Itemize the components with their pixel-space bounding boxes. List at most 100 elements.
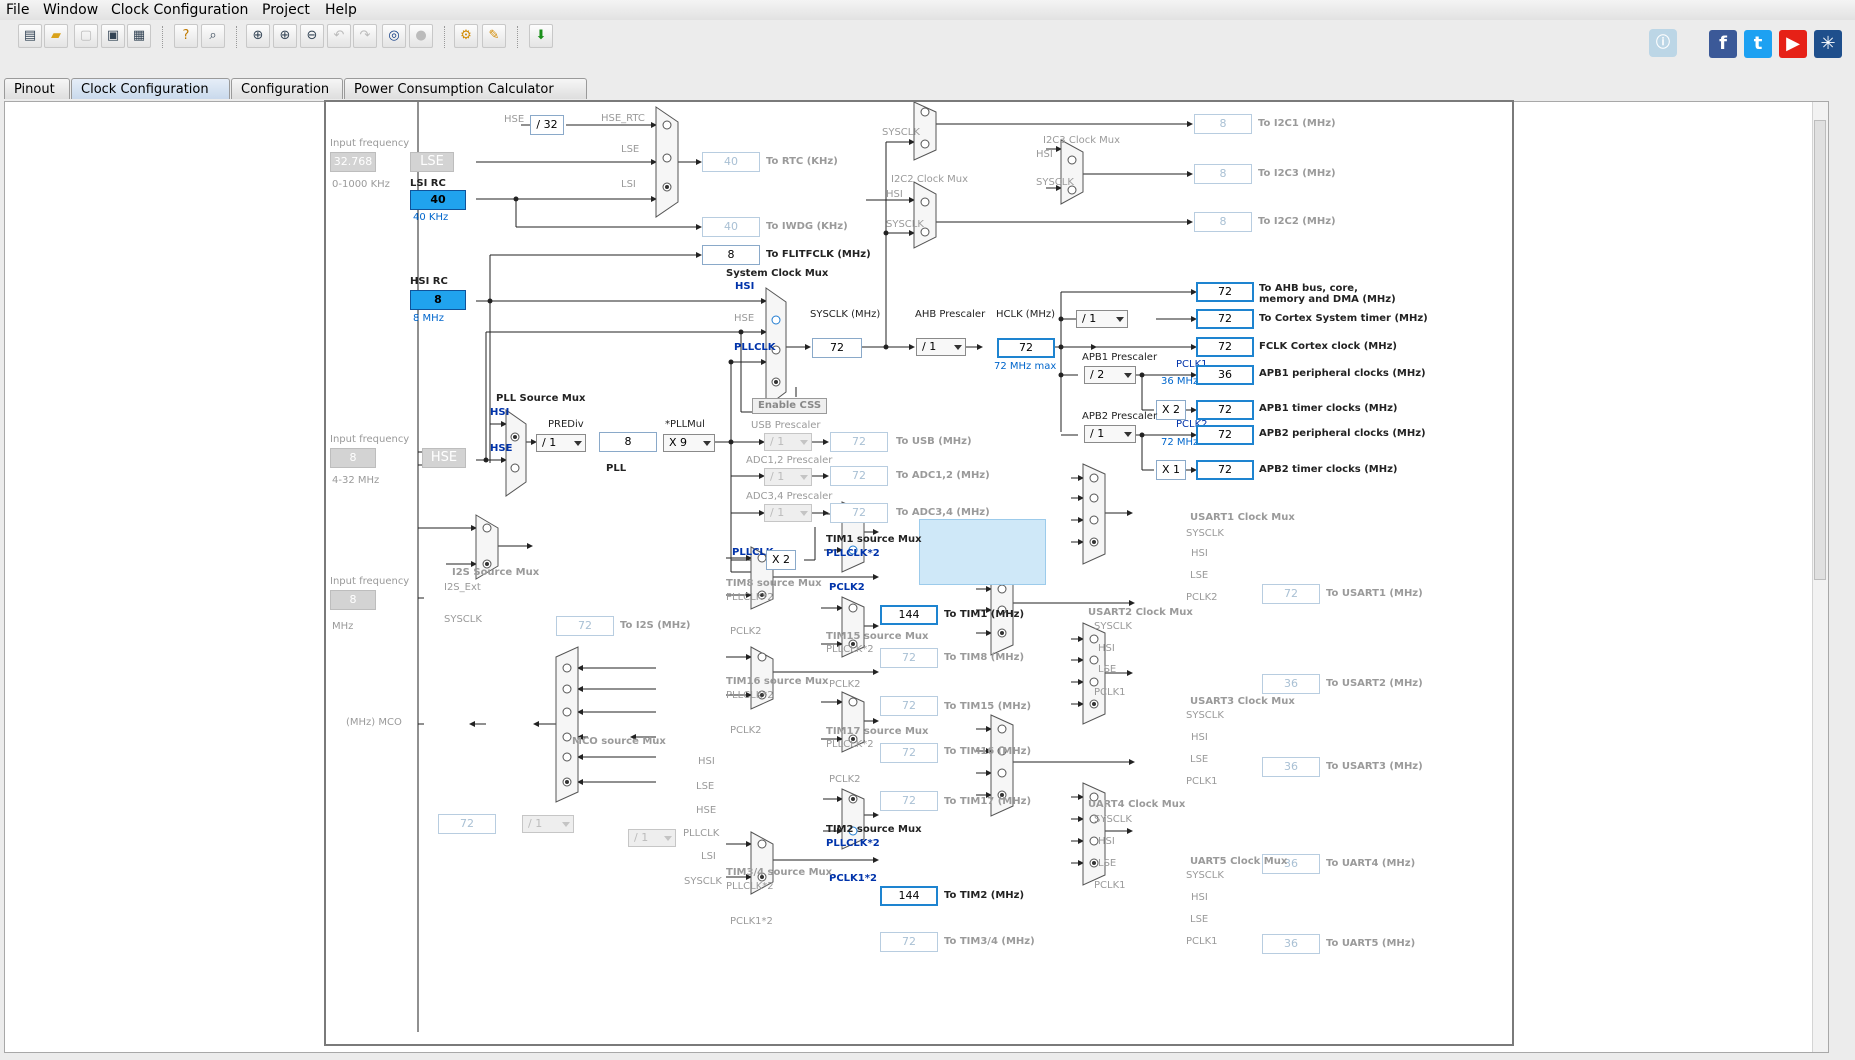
tim34-value[interactable]: 72 <box>880 932 938 952</box>
uart5-value[interactable]: 36 <box>1262 934 1320 954</box>
pll-hse-label: HSE <box>490 443 513 454</box>
save-as-icon[interactable]: ▦ <box>127 24 151 48</box>
close-file-icon[interactable]: ▢ <box>74 24 98 48</box>
i2c3-value[interactable]: 8 <box>1194 164 1252 184</box>
menu-project[interactable]: Project <box>262 2 310 18</box>
pllmul-select[interactable]: X 9 <box>663 434 715 452</box>
tim16-value[interactable]: 72 <box>880 743 938 763</box>
apb1-timer-value[interactable]: 72 <box>1196 400 1254 420</box>
tab-power-consumption-calculator[interactable]: Power Consumption Calculator <box>344 78 587 99</box>
undo-icon[interactable]: ↶ <box>327 24 351 48</box>
cortex-timer-label: To Cortex System timer (MHz) <box>1259 313 1428 324</box>
ahb-output-value[interactable]: 72 <box>1196 282 1254 302</box>
tim2-value[interactable]: 144 <box>880 886 938 906</box>
zoom-in-icon[interactable]: ⊕ <box>273 24 297 48</box>
usart3-value[interactable]: 36 <box>1262 757 1320 777</box>
tab-clock-configuration[interactable]: Clock Configuration <box>71 78 230 99</box>
search-icon[interactable]: ⌕ <box>201 24 225 48</box>
twitter-icon[interactable]: t <box>1744 30 1772 58</box>
tab-pinout[interactable]: Pinout <box>4 78 70 99</box>
adc34-value[interactable]: 72 <box>830 503 888 523</box>
usb-value[interactable]: 72 <box>830 432 888 452</box>
i2c3-hsi-label: HSI <box>1036 149 1053 160</box>
download-icon[interactable]: ⬇ <box>529 24 553 48</box>
reset-icon[interactable]: ● <box>409 24 433 48</box>
pll-value[interactable]: 8 <box>599 432 657 452</box>
tim1-value[interactable]: 144 <box>880 605 938 625</box>
hse-input-frequency[interactable]: 8 <box>330 448 376 468</box>
mco-value[interactable]: 72 <box>438 814 496 834</box>
menu-clock-configuration[interactable]: Clock Configuration <box>111 2 249 18</box>
new-file-icon[interactable]: ▤ <box>18 24 42 48</box>
usart1-sysclk: SYSCLK <box>1186 528 1224 539</box>
usart2-pclk1: PCLK1 <box>1094 687 1126 698</box>
generate-code-icon[interactable]: ⚙ <box>454 24 478 48</box>
flitfclk-value[interactable]: 8 <box>702 245 760 265</box>
apb2-timer-value[interactable]: 72 <box>1196 460 1254 480</box>
youtube-icon[interactable]: ▶ <box>1779 30 1807 58</box>
i2c1-value[interactable]: 8 <box>1194 114 1252 134</box>
target-icon[interactable]: ◎ <box>382 24 406 48</box>
menu-file[interactable]: File <box>6 2 30 18</box>
apb1-peripheral-value[interactable]: 36 <box>1196 365 1254 385</box>
tim2-mux-label: TIM2 source Mux <box>826 824 922 835</box>
apb2-prescaler-select[interactable]: / 1 <box>1084 425 1136 443</box>
zoom-out-icon[interactable]: ⊖ <box>300 24 324 48</box>
sysclk-mux-hse: HSE <box>734 313 755 324</box>
menu-window[interactable]: Window <box>43 2 99 18</box>
iwdg-value[interactable]: 40 <box>702 217 760 237</box>
i2c2-value[interactable]: 8 <box>1194 212 1252 232</box>
facebook-icon[interactable]: f <box>1709 30 1737 58</box>
menu-help[interactable]: Help <box>325 2 357 18</box>
prediv-select[interactable]: / 1 <box>536 434 586 452</box>
usart2-mux-label: USART2 Clock Mux <box>1088 607 1193 618</box>
tim8-value[interactable]: 72 <box>880 648 938 668</box>
hclk-value[interactable]: 72 <box>997 338 1055 358</box>
fclk-value[interactable]: 72 <box>1196 337 1254 357</box>
redo-icon[interactable]: ↷ <box>353 24 377 48</box>
tim2-source-mux <box>841 788 865 850</box>
cortex-timer-divider-select[interactable]: / 1 <box>1076 310 1128 328</box>
hclk-max: 72 MHz max <box>994 361 1057 372</box>
help-icon[interactable]: ? <box>174 24 198 48</box>
apb1-timer-multiplier: X 2 <box>1156 400 1186 420</box>
ahb-prescaler-label: AHB Prescaler <box>915 309 986 320</box>
flitfclk-output-label: To FLITFCLK (MHz) <box>766 249 871 260</box>
adc34-output-label: To ADC3,4 (MHz) <box>896 507 990 518</box>
usart2-value[interactable]: 36 <box>1262 674 1320 694</box>
zoom-fit-icon[interactable]: ⊕ <box>246 24 270 48</box>
network-icon[interactable]: ✳ <box>1814 30 1842 58</box>
apb1-prescaler-select[interactable]: / 2 <box>1084 366 1136 384</box>
ahb-prescaler-select[interactable]: / 1 <box>916 338 966 356</box>
tim15-value[interactable]: 72 <box>880 696 938 716</box>
i2s-input-frequency[interactable]: 8 <box>330 590 376 610</box>
mco-pll-divider-select[interactable]: / 1 <box>628 829 676 847</box>
open-folder-icon[interactable]: ▰ <box>44 24 68 48</box>
tim34-in2: PCLK1*2 <box>730 916 773 927</box>
apb2-peripheral-value[interactable]: 72 <box>1196 425 1254 445</box>
vertical-scrollbar[interactable] <box>1812 102 1828 1052</box>
usart1-value[interactable]: 72 <box>1262 584 1320 604</box>
cortex-timer-value[interactable]: 72 <box>1196 309 1254 329</box>
scrollbar-thumb[interactable] <box>1814 120 1826 580</box>
rtc-value[interactable]: 40 <box>702 152 760 172</box>
uart4-value[interactable]: 36 <box>1262 854 1320 874</box>
tab-configuration[interactable]: Configuration <box>231 78 343 99</box>
enable-css-button[interactable]: Enable CSS <box>752 398 828 414</box>
mco-divider-select[interactable]: / 1 <box>522 815 574 833</box>
sysclk-value[interactable]: 72 <box>812 338 862 358</box>
adc34-prescaler-select[interactable]: / 1 <box>764 504 812 522</box>
i2s-value[interactable]: 72 <box>556 616 614 636</box>
toolbar-separator <box>162 26 163 48</box>
tim17-value[interactable]: 72 <box>880 791 938 811</box>
report-icon[interactable]: ✎ <box>482 24 506 48</box>
usb-prescaler-select[interactable]: / 1 <box>764 433 812 451</box>
tab-label: Pinout <box>14 82 55 97</box>
uart5-pclk1: PCLK1 <box>1186 936 1218 947</box>
adc12-value[interactable]: 72 <box>830 466 888 486</box>
lse-input-frequency[interactable]: 32.768 <box>330 152 376 172</box>
prediv-label: PREDiv <box>548 419 584 430</box>
st-community-icon[interactable]: ⓘ <box>1649 29 1677 57</box>
adc12-prescaler-select[interactable]: / 1 <box>764 468 812 486</box>
save-icon[interactable]: ▣ <box>101 24 125 48</box>
